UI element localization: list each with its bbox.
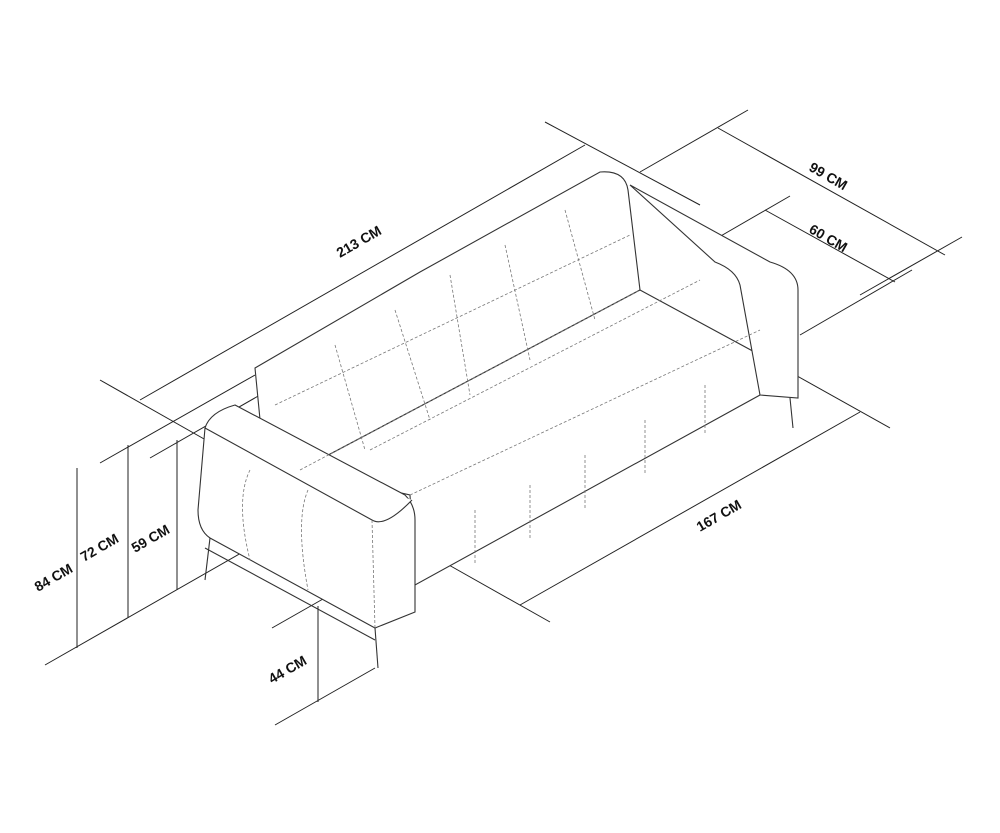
- back-seams: [334, 209, 596, 451]
- ext-line: [789, 371, 891, 429]
- ext-line: [859, 236, 963, 296]
- ext-line: [639, 109, 749, 173]
- label-overall-width: 213 CM: [334, 222, 384, 260]
- ext-line: [544, 121, 701, 206]
- sofa-leg: [789, 397, 794, 429]
- label-arm-height: 59 CM: [129, 521, 173, 555]
- ext-line: [274, 667, 376, 726]
- arm-seams: [242, 469, 309, 591]
- label-seat-depth: 60 CM: [807, 221, 851, 255]
- ext-line: [799, 269, 913, 336]
- sofa-left-arm: [197, 404, 416, 629]
- sofa-right-arm: [629, 184, 799, 399]
- back-horizontal-seams: [274, 234, 641, 471]
- label-back-height: 72 CM: [78, 530, 122, 564]
- seat-seams: [369, 279, 761, 565]
- dim-line-167: [519, 411, 861, 606]
- ext-line: [271, 594, 331, 629]
- sofa-base: [204, 547, 376, 641]
- dim-line-60: [764, 209, 896, 283]
- sofa-outline: [197, 171, 799, 669]
- dimension-lines: [44, 109, 963, 726]
- arm-seam: [371, 519, 376, 629]
- label-overall-depth: 99 CM: [807, 159, 851, 193]
- ext-line: [439, 559, 551, 623]
- label-overall-height: 84 CM: [32, 560, 76, 594]
- label-seat-height: 44 CM: [266, 652, 310, 686]
- ext-line: [99, 374, 256, 464]
- dim-line-213: [139, 144, 586, 401]
- sofa-leg: [204, 537, 211, 581]
- dim-line-99: [717, 127, 946, 256]
- sofa-leg: [374, 627, 379, 669]
